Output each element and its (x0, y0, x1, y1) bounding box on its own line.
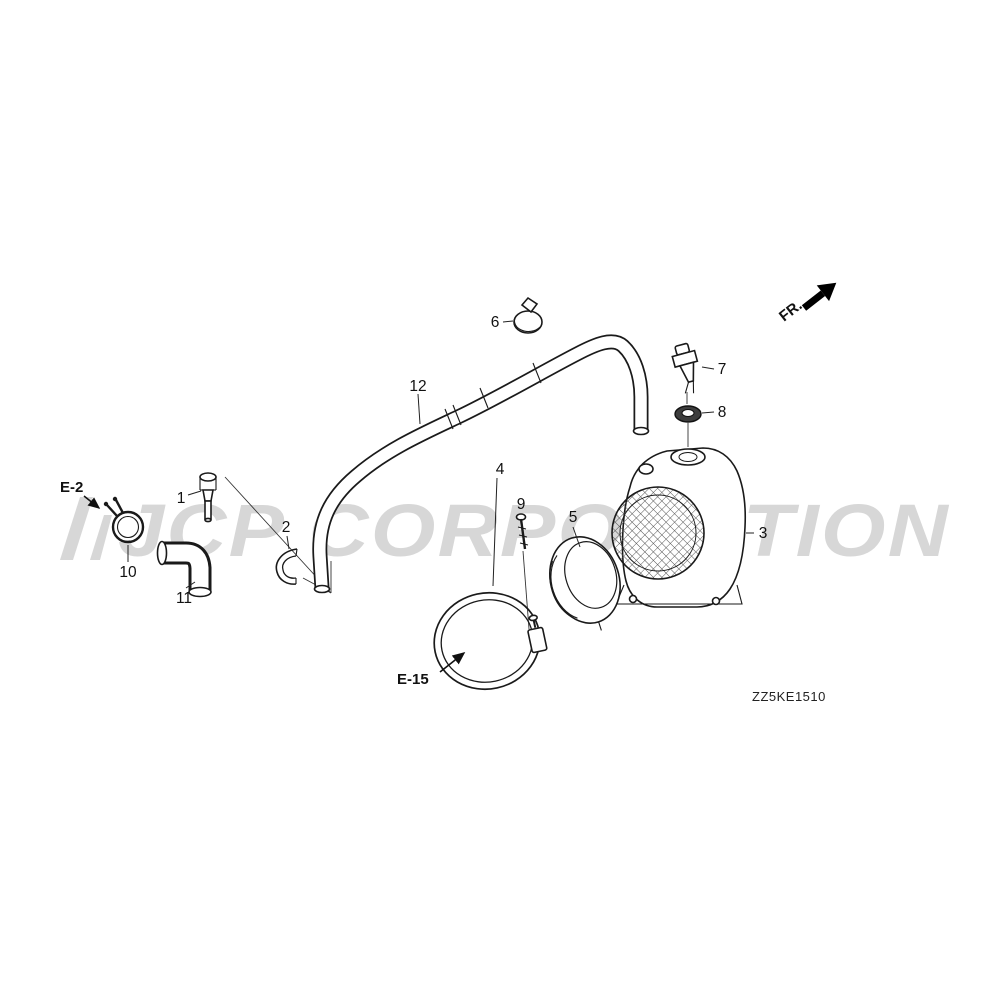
part-label-2: 2 (282, 519, 291, 536)
watermark-logo-mark (60, 497, 93, 560)
part-label-7: 7 (718, 361, 727, 378)
e2-arrow (83, 495, 101, 509)
fr-direction: FR. (776, 282, 837, 325)
part-3-silencer-case (611, 447, 747, 608)
part-8-grommet (674, 405, 702, 423)
ref-label-e15: E-15 (397, 671, 429, 688)
part-11-elbow-hose (156, 540, 212, 598)
part-4-band-clamp (433, 591, 548, 691)
part-label-3: 3 (759, 525, 768, 542)
watermark-text: JCP CORPORATION (118, 489, 950, 572)
ref-label-e2: E-2 (60, 479, 83, 496)
part-label-11: 11 (176, 590, 192, 607)
part-label-4: 4 (496, 461, 505, 478)
part-1-joint-fitting (199, 472, 217, 523)
part-10-hose-clamp (103, 496, 145, 544)
fr-arrow-shaft (801, 290, 826, 311)
part-label-10: 10 (119, 564, 137, 581)
fr-arrow-head (816, 282, 837, 302)
part-label-1: 1 (177, 490, 186, 507)
part-2-clip (275, 548, 298, 585)
part-label-8: 8 (718, 404, 727, 421)
fr-label: FR. (776, 297, 806, 325)
part-7-sensor (671, 342, 699, 394)
part-12-breather-tube (312, 334, 650, 594)
part-6-tube-clip (513, 296, 543, 334)
diagram-code: ZZ5KE1510 (752, 689, 826, 704)
part-5-duct-collar (549, 536, 621, 631)
watermark-logo-mark2 (90, 515, 112, 560)
part-label-9: 9 (517, 496, 526, 513)
part-label-6: 6 (491, 314, 500, 331)
watermark: JCP CORPORATION (60, 489, 950, 572)
leader-lines (127, 320, 754, 589)
part-label-12: 12 (409, 378, 426, 395)
e15-arrow (439, 652, 466, 673)
part-label-5: 5 (569, 509, 578, 526)
assembly-lines (224, 392, 689, 630)
part-9-screw (515, 513, 529, 550)
